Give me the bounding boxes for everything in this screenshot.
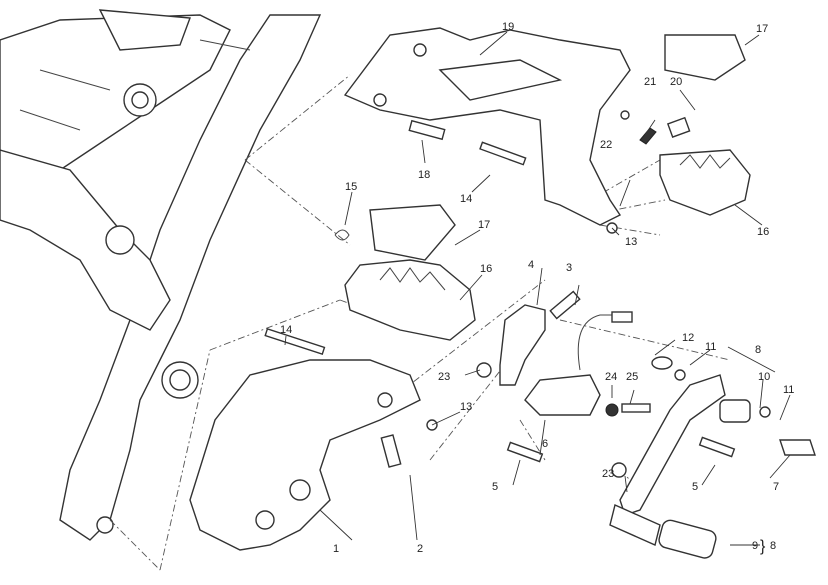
- label-20: 20: [670, 76, 682, 88]
- label-13b: 13: [460, 401, 472, 413]
- label-18: 18: [418, 169, 430, 181]
- label-19: 19: [502, 21, 514, 33]
- label-8-brace: 8: [770, 540, 776, 552]
- footrest-bracket-19: [343, 27, 631, 226]
- label-14b: 14: [280, 324, 292, 336]
- label-13: 13: [625, 236, 637, 248]
- footpeg-lower: [334, 204, 476, 341]
- label-12: 12: [682, 332, 694, 344]
- label-5: 5: [492, 481, 498, 493]
- sensor-6: [524, 374, 601, 416]
- label-23: 23: [438, 371, 450, 383]
- label-4: 4: [528, 259, 534, 271]
- label-2: 2: [417, 543, 423, 555]
- gear-pedal-8: [619, 374, 726, 516]
- label-22: 22: [600, 139, 612, 151]
- label-8-top: 8: [755, 344, 761, 356]
- part-labels: 19 17 20 21 22 18 14 13 16 15 17 16 4 3 …: [280, 21, 794, 555]
- lever-4: [499, 304, 546, 386]
- label-23b: 23: [602, 468, 614, 480]
- label-24: 24: [605, 371, 617, 383]
- label-6: 6: [542, 438, 548, 450]
- label-16: 16: [757, 226, 769, 238]
- label-17: 17: [756, 23, 768, 35]
- footpeg-upper: [620, 34, 751, 216]
- fasteners: [264, 119, 736, 478]
- leader-lines: [284, 31, 791, 546]
- label-9: 9: [752, 540, 758, 552]
- label-3: 3: [566, 262, 572, 274]
- brace: }: [760, 538, 766, 555]
- label-15: 15: [345, 181, 357, 193]
- label-17b: 17: [478, 219, 490, 231]
- label-5b: 5: [692, 481, 698, 493]
- label-25: 25: [626, 371, 638, 383]
- label-11: 11: [705, 341, 716, 353]
- motorcycle-frame: [0, 9, 322, 541]
- label-10: 10: [758, 371, 770, 383]
- label-1: 1: [333, 543, 339, 555]
- label-11b: 11: [783, 384, 794, 396]
- frame-bracket-1: [189, 359, 421, 551]
- label-7: 7: [773, 481, 779, 493]
- label-16b: 16: [480, 263, 492, 275]
- label-14: 14: [460, 193, 472, 205]
- label-21: 21: [644, 76, 656, 88]
